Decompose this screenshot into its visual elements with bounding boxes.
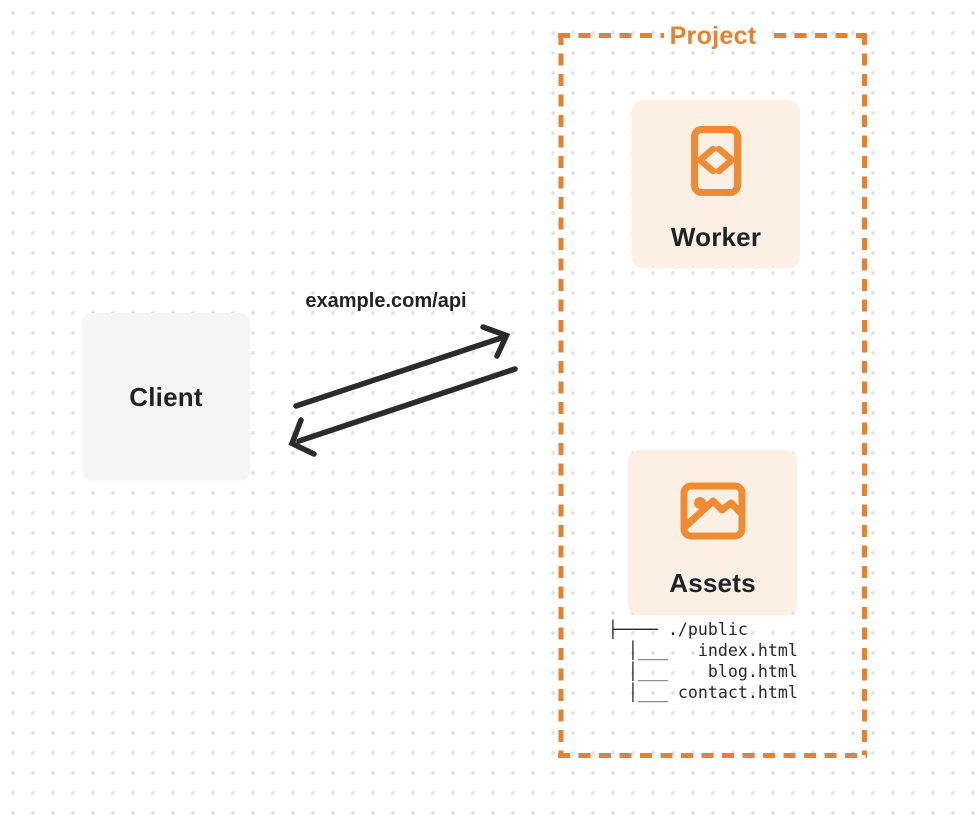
worker-node: Worker (632, 100, 800, 268)
response-arrow (288, 366, 518, 457)
client-node: Client (82, 313, 250, 480)
file-tree-item: │___ blog.html (608, 662, 798, 681)
connection-url-label: example.com/api (305, 290, 467, 312)
worker-node-label: Worker (670, 222, 762, 252)
assets-node-label: Assets (669, 568, 756, 598)
file-tree-item: │___ index.html (608, 641, 798, 660)
request-arrow (293, 324, 511, 409)
assets-node: Assets (628, 450, 797, 615)
image-icon (680, 482, 746, 540)
file-tree-root: ├──── ./public (608, 620, 748, 639)
project-boundary (558, 33, 867, 758)
project-group-label: Project (669, 22, 757, 50)
code-file-icon (691, 126, 741, 196)
client-node-label: Client (129, 381, 203, 412)
file-tree-item: │___ contact.html (608, 683, 798, 702)
file-tree: ├──── ./public │___ index.html │___ blog… (608, 619, 798, 703)
